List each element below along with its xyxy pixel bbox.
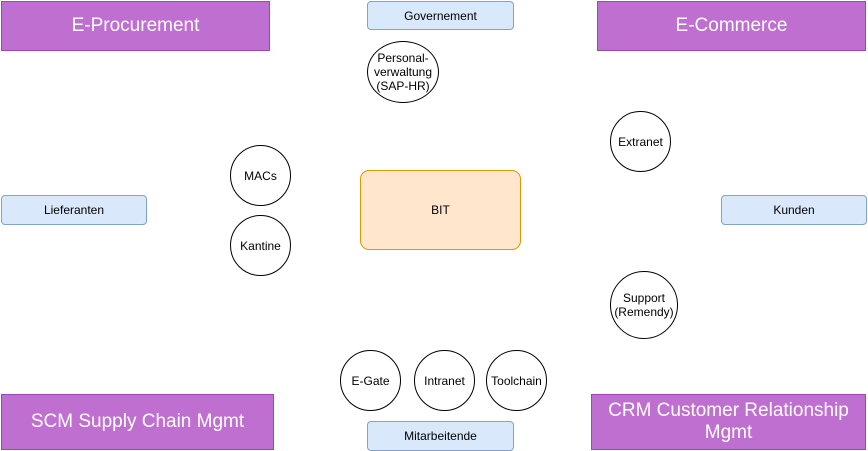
macs-label: MACs [244,168,277,183]
lieferanten-box: Lieferanten [1,195,147,225]
mitarbeitende-label: Mitarbeitende [404,429,477,443]
bit-label: BIT [431,203,450,217]
extranet-node: Extranet [610,111,671,172]
kantine-node: Kantine [230,215,291,276]
intranet-label: Intranet [424,373,465,388]
bit-box: BIT [360,170,521,250]
kantine-label: Kantine [240,238,281,253]
e-commerce-label: E-Commerce [675,15,788,36]
egate-label: E-Gate [351,373,390,388]
support-node: Support (Remendy) [610,271,678,339]
macs-node: MACs [230,145,291,206]
egate-node: E-Gate [340,350,401,411]
personalverwaltung-node: Personal- verwaltung (SAP-HR) [367,41,439,103]
mitarbeitende-box: Mitarbeitende [367,421,514,451]
intranet-node: Intranet [414,350,475,411]
e-procurement-label: E-Procurement [71,15,200,36]
toolchain-label: Toolchain [491,373,542,388]
crm-label: CRM Customer Relationship Mgmt [608,400,849,443]
toolchain-node: Toolchain [486,350,547,411]
crm-box: CRM Customer Relationship Mgmt [591,394,866,450]
kunden-box: Kunden [721,195,867,225]
scm-box: SCM Supply Chain Mgmt [1,394,274,450]
kunden-label: Kunden [773,203,815,217]
extranet-label: Extranet [618,134,663,149]
lieferanten-label: Lieferanten [43,203,105,217]
e-procurement-box: E-Procurement [1,1,270,51]
governement-box: Governement [367,1,514,30]
scm-label: SCM Supply Chain Mgmt [30,411,245,432]
personalverwaltung-label: Personal- verwaltung (SAP-HR) [373,51,433,93]
support-label: Support (Remendy) [614,291,674,319]
e-commerce-box: E-Commerce [597,1,866,51]
governement-label: Governement [404,8,477,23]
